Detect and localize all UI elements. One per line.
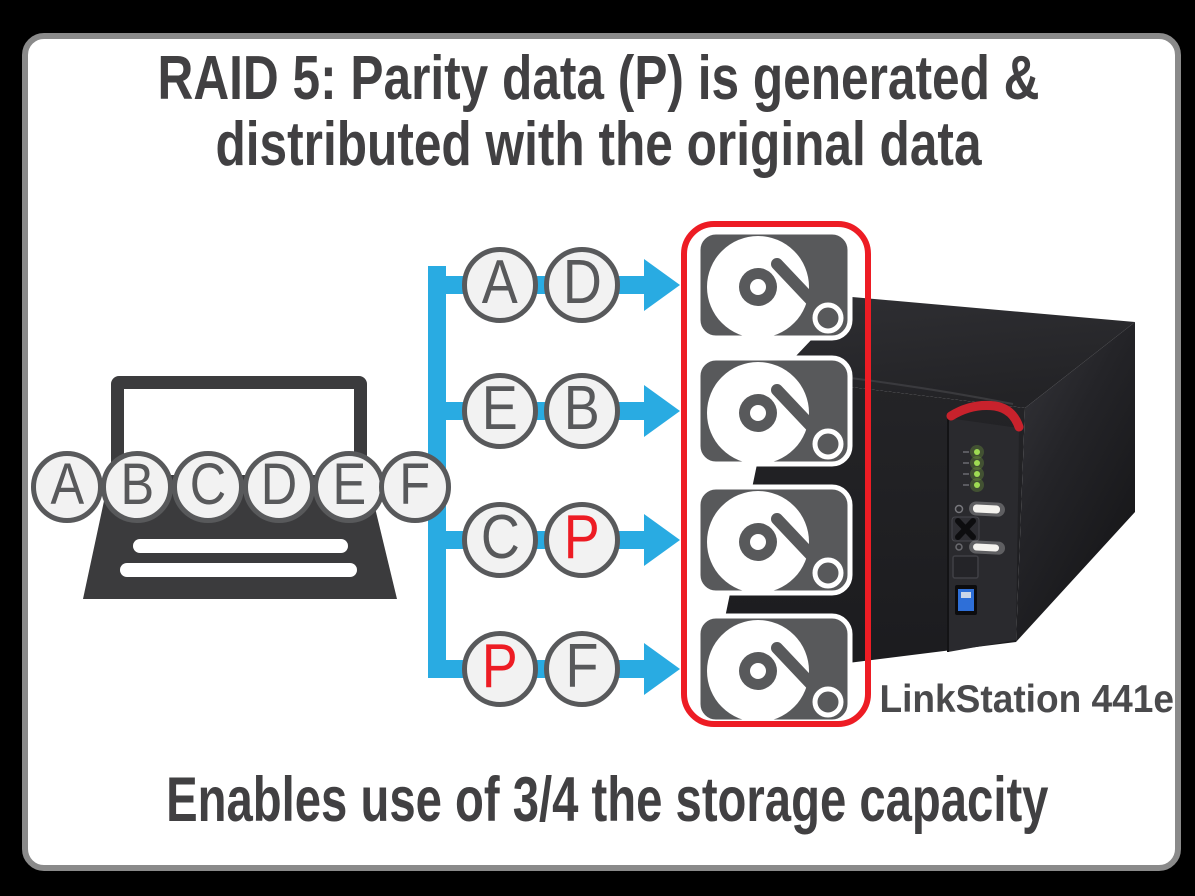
parity-circle: P bbox=[462, 631, 538, 707]
flow-arrow-icon bbox=[644, 643, 680, 695]
source-block-circle: F bbox=[379, 451, 451, 523]
source-block-circle: E bbox=[313, 451, 385, 523]
power-led-bar bbox=[969, 501, 1005, 517]
storage-capacity-caption: Enables use of 3/4 the storage capacity bbox=[22, 764, 1175, 836]
block-circle: C bbox=[462, 502, 538, 578]
source-block-circle: C bbox=[172, 451, 244, 523]
nas-red-accent bbox=[946, 401, 1024, 432]
title-line-2: distributed with the original data bbox=[215, 109, 982, 179]
block-letter: A bbox=[482, 248, 518, 317]
source-block-circle: D bbox=[243, 451, 315, 523]
data-stream-tree bbox=[428, 259, 680, 695]
block-letter: D bbox=[562, 248, 602, 317]
block-circle: E bbox=[462, 373, 538, 449]
block-circle: F bbox=[544, 631, 620, 707]
block-letter: B bbox=[564, 374, 600, 443]
block-letter: D bbox=[260, 452, 298, 517]
source-block-circle: A bbox=[31, 451, 103, 523]
raid-array-outline bbox=[681, 221, 871, 727]
parity-letter: P bbox=[564, 503, 600, 572]
hard-disk-icon bbox=[698, 358, 850, 464]
parity-letter: P bbox=[482, 632, 518, 701]
block-letter: F bbox=[399, 452, 431, 517]
title-line-1: RAID 5: Parity data (P) is generated & bbox=[157, 44, 1040, 113]
flow-arrow-icon bbox=[644, 385, 680, 437]
source-block-circle: B bbox=[101, 451, 173, 523]
block-letter: F bbox=[565, 632, 599, 701]
function-button bbox=[951, 516, 980, 542]
flow-arrow-icon bbox=[644, 259, 680, 311]
usb-port bbox=[955, 585, 977, 615]
hard-disk-icon bbox=[698, 487, 850, 593]
block-letter: E bbox=[332, 452, 366, 517]
function-led-bar bbox=[969, 540, 1006, 555]
hard-disk-icon bbox=[698, 616, 850, 722]
block-circle: D bbox=[544, 247, 620, 323]
nas-right-face bbox=[1016, 322, 1135, 642]
caption-text: Enables use of 3/4 the storage capacity bbox=[166, 765, 1049, 835]
hard-disk-icon bbox=[698, 232, 850, 338]
product-label: LinkStation 441e bbox=[879, 678, 1174, 721]
block-circle: A bbox=[462, 247, 538, 323]
flow-arrow-icon bbox=[644, 514, 680, 566]
power-symbol-icon bbox=[954, 504, 964, 514]
function-symbol-icon bbox=[955, 543, 963, 551]
parity-circle: P bbox=[544, 502, 620, 578]
status-leds bbox=[963, 445, 984, 492]
block-letter: E bbox=[482, 374, 518, 443]
raid-disk-array bbox=[681, 221, 871, 727]
diagram-title: RAID 5: Parity data (P) is generated & d… bbox=[22, 46, 1175, 177]
block-letter: C bbox=[189, 452, 227, 517]
block-circle: B bbox=[544, 373, 620, 449]
block-letter: A bbox=[50, 452, 84, 517]
block-letter: B bbox=[120, 452, 154, 517]
block-letter: C bbox=[480, 503, 520, 572]
square-button bbox=[952, 555, 979, 579]
